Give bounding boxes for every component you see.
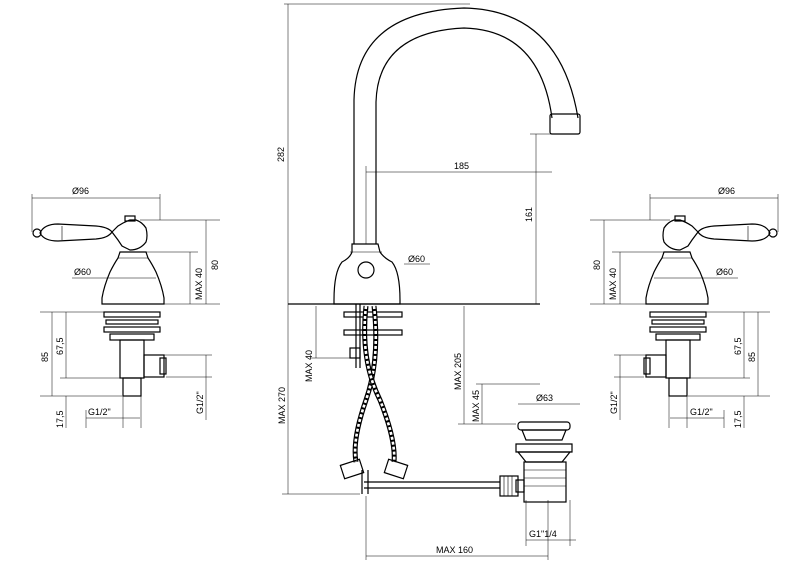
hose-right-connector xyxy=(383,458,409,480)
drain-thread-label: G1"1/4 xyxy=(529,529,557,539)
right-80-label: 80 xyxy=(592,260,602,270)
drain-assembly: Ø63 G1"1/4 xyxy=(499,393,573,539)
left-67-5-label: 67,5 xyxy=(55,337,65,355)
center-max-205-label: MAX 205 xyxy=(453,353,463,390)
left-g12-horizontal-label: G1/2" xyxy=(88,407,111,417)
right-17-5-label: 17,5 xyxy=(733,410,743,428)
right-flange xyxy=(645,251,709,305)
right-base-diameter-label: Ø60 xyxy=(716,267,733,277)
right-valve: Ø96 80 MAX 40 Ø60 67,5 85 17,5 G1/2" G1/… xyxy=(590,186,779,428)
spout-282-label: 282 xyxy=(276,147,286,162)
left-handle-diameter-label: Ø96 xyxy=(72,186,89,196)
center-max-270-label: MAX 270 xyxy=(277,387,287,424)
center-max-40-label: MAX 40 xyxy=(304,350,314,382)
right-dimensions xyxy=(590,194,779,428)
left-85-label: 85 xyxy=(40,352,50,362)
left-max40-label: MAX 40 xyxy=(194,268,204,300)
spout-dimensions xyxy=(282,3,580,560)
left-17-5-label: 17,5 xyxy=(55,410,65,428)
spout-neck-outer xyxy=(353,7,579,244)
right-g12-horizontal-label: G1/2" xyxy=(690,407,713,417)
left-g12-vertical-label: G1/2" xyxy=(195,391,205,414)
spout-base xyxy=(333,243,401,305)
left-dimensions xyxy=(31,194,220,428)
right-handle-diameter-label: Ø96 xyxy=(718,186,735,196)
left-80-label: 80 xyxy=(210,260,220,270)
drain-cap xyxy=(517,421,571,431)
center-max-160-label: MAX 160 xyxy=(436,545,473,555)
spout-185-label: 185 xyxy=(454,161,469,171)
right-67-5-label: 67,5 xyxy=(733,337,743,355)
drain-diameter-label: Ø63 xyxy=(536,393,553,403)
hose-left-connector xyxy=(339,458,365,480)
right-hub xyxy=(662,219,699,251)
spout-161-label: 161 xyxy=(524,207,534,222)
right-max40-label: MAX 40 xyxy=(608,268,618,300)
spout-base-diameter-label: Ø60 xyxy=(408,254,425,264)
drain-body xyxy=(523,461,567,503)
left-lever xyxy=(39,223,113,242)
left-base-diameter-label: Ø60 xyxy=(74,267,91,277)
center-max-45-label: MAX 45 xyxy=(471,390,481,422)
left-hub xyxy=(111,219,148,251)
right-lever xyxy=(697,223,771,242)
spout-assembly: 282 185 161 Ø60 MAX 270 MAX 40 MAX 205 M… xyxy=(276,3,581,560)
left-valve: Ø96 MAX 40 80 Ø60 85 67,5 17,5 G1/2" G1/… xyxy=(31,186,220,428)
spout-neck-inner xyxy=(375,27,553,244)
right-85-label: 85 xyxy=(747,352,757,362)
spout-aerator xyxy=(549,113,581,135)
right-g12-vertical-label: G1/2" xyxy=(609,391,619,414)
